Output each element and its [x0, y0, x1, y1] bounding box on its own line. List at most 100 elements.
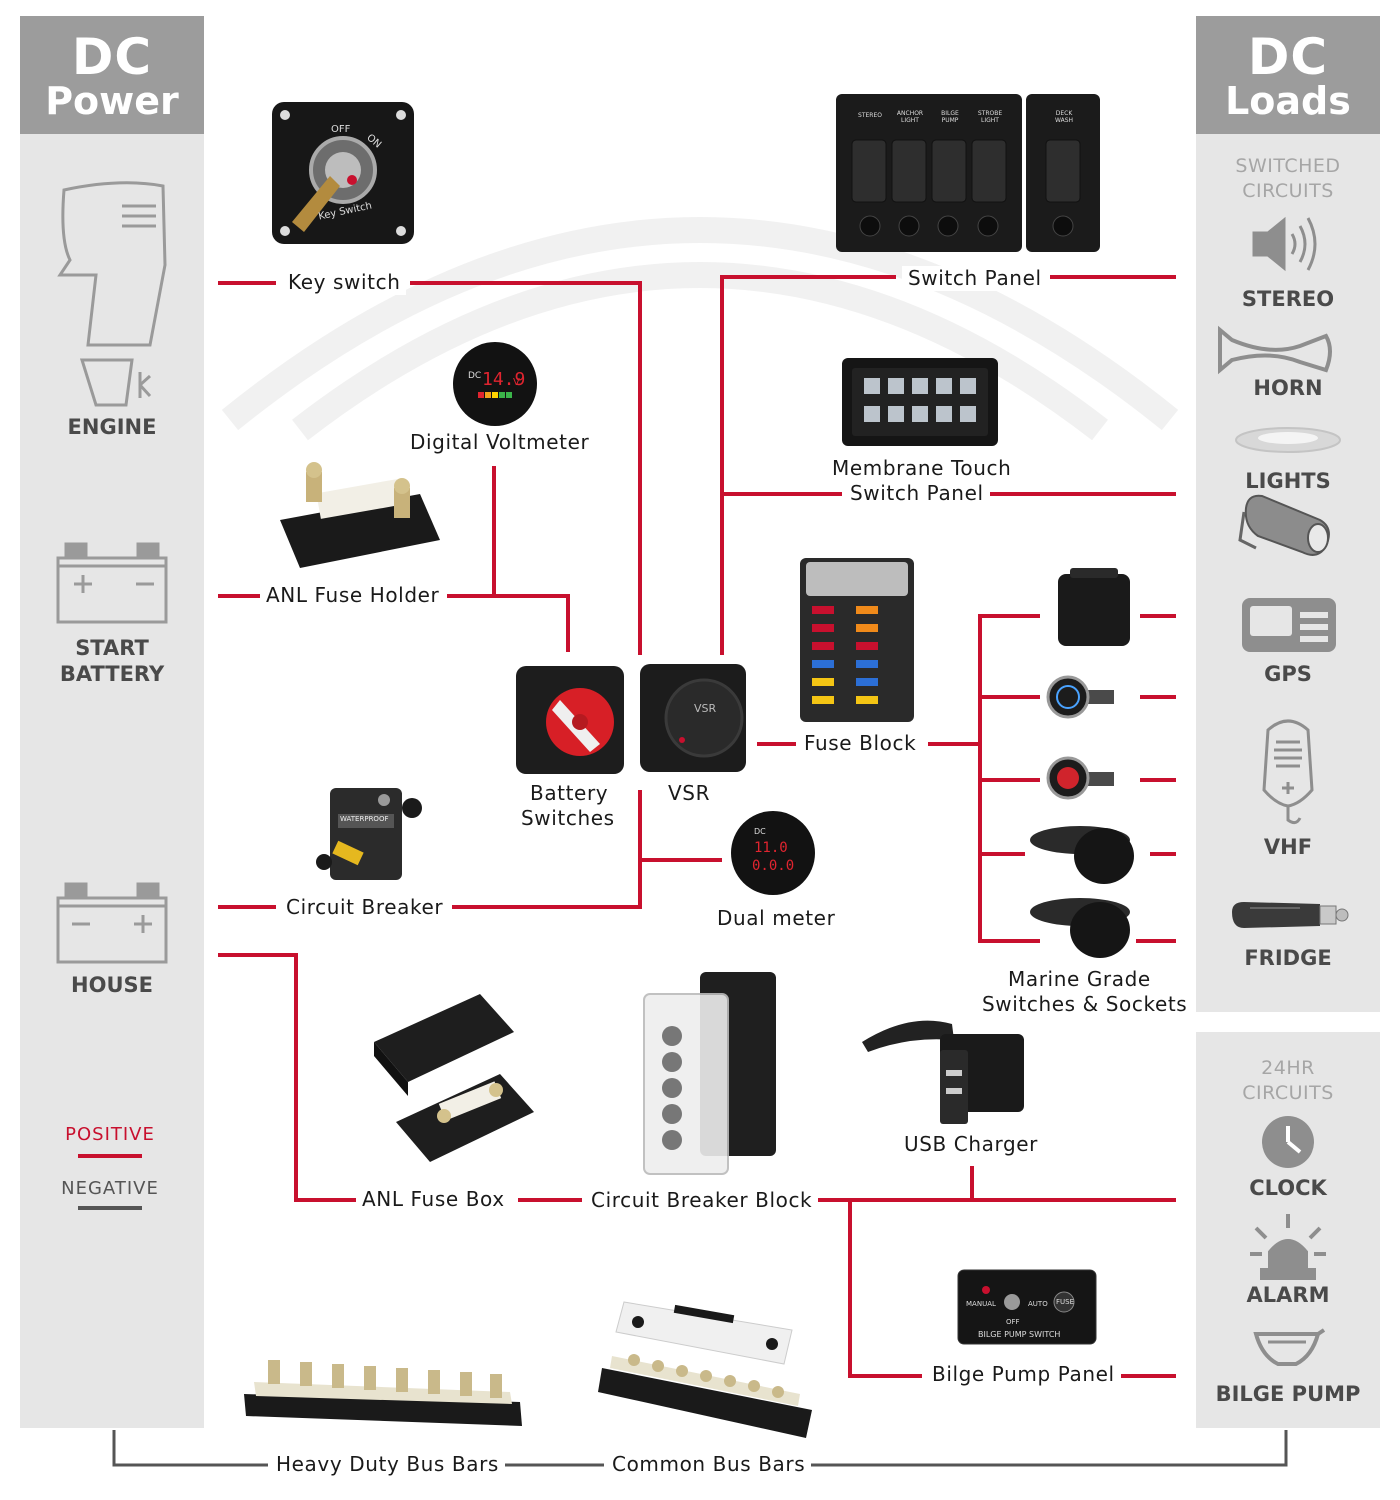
label-digital-voltmeter: Digital Voltmeter: [404, 430, 596, 455]
label-membrane-touch-line2: Switch Panel: [844, 481, 990, 506]
load-horn: HORN: [1253, 376, 1323, 400]
switch-panel-rocker-5: DECK WASH: [1054, 110, 1074, 124]
circuit-breaker-tag: WATERPROOF: [340, 815, 389, 823]
load-bilge-pump: BILGE PUMP: [1215, 1382, 1361, 1406]
vsr-device-label: VSR: [694, 702, 717, 715]
label-circuit-breaker: Circuit Breaker: [280, 895, 450, 920]
dc-loads-header: DC Loads: [1196, 16, 1380, 134]
label-heavy-duty-bus-bars: Heavy Duty Bus Bars: [270, 1452, 505, 1477]
dual-meter-current: 0.0.0: [752, 858, 794, 874]
circuit-breaker-block-device: [643, 972, 776, 1175]
circuit-breaker-device: [316, 788, 422, 880]
label-bilge-pump-panel: Bilge Pump Panel: [926, 1362, 1121, 1387]
24hr-circuits-heading: 24HR CIRCUITS: [1242, 1057, 1334, 1104]
marine-push-button-red-device: [1046, 756, 1114, 800]
load-stereo: STEREO: [1241, 287, 1335, 311]
switched-circuits-heading: SWITCHED CIRCUITS: [1235, 155, 1341, 202]
clock-icon: [1262, 1116, 1314, 1168]
marine-push-button-blue-device: [1046, 675, 1114, 719]
dc-power-column: [20, 16, 204, 1428]
marine-socket-device-1: [1030, 826, 1134, 884]
label-usb-charger: USB Charger: [898, 1132, 1045, 1157]
speaker-icon: [1252, 216, 1317, 272]
label-key-switch: Key switch: [282, 270, 407, 295]
alarm-icon: [1250, 1214, 1326, 1280]
negative-wiring: [112, 1430, 1288, 1467]
dc-power-title-line2: Power: [45, 79, 179, 123]
anl-fuse-box-device: [374, 994, 534, 1162]
dc-power-header: DC Power: [20, 16, 204, 134]
label-fuse-block: Fuse Block: [798, 731, 923, 756]
house-battery-icon: [56, 882, 168, 964]
label-marine-grade-line2: Switches & Sockets: [976, 992, 1194, 1017]
label-membrane-touch-line1: Membrane Touch: [826, 456, 1018, 481]
legend-positive-label: POSITIVE: [65, 1124, 155, 1145]
switch-panel-rocker-4: STROBE LIGHT: [977, 110, 1003, 124]
voltmeter-reading: 14.9: [482, 369, 525, 390]
heavy-duty-bus-bar-device: [244, 1360, 522, 1426]
label-battery-switches-line2: Switches: [515, 806, 621, 831]
start-battery-icon: [56, 542, 168, 624]
legend-negative-label: NEGATIVE: [61, 1178, 159, 1199]
label-vsr: VSR: [662, 781, 717, 806]
voltmeter-unit: V: [513, 377, 520, 388]
bilge-pump-panel-device: FUSE MANUAL AUTO OFF BILGE PUMP SWITCH: [957, 1269, 1097, 1345]
load-vhf: VHF: [1263, 835, 1313, 859]
vsr-device: VSR: [640, 664, 746, 772]
bilge-panel-auto: AUTO: [1028, 1300, 1048, 1308]
label-common-bus-bars: Common Bus Bars: [606, 1452, 812, 1477]
dual-meter-dc-tag: DC: [754, 827, 766, 836]
switch-panel-rocker-1: STEREO: [858, 112, 882, 119]
dc-loads-title-line2: Loads: [1225, 79, 1351, 123]
background-arch: [221, 217, 1179, 441]
membrane-touch-panel-device: [842, 358, 998, 446]
load-lights: LIGHTS: [1245, 469, 1331, 493]
digital-voltmeter-device: DC 14.9 V: [453, 342, 537, 426]
voltmeter-dc-tag: DC: [468, 371, 481, 381]
label-anl-fuse-holder: ANL Fuse Holder: [260, 583, 446, 608]
load-gps: GPS: [1264, 662, 1312, 686]
load-alarm: ALARM: [1246, 1283, 1330, 1307]
bilge-pump-icon: [1253, 1328, 1326, 1366]
dual-meter-voltage: 11.0: [754, 840, 788, 856]
label-dual-meter: Dual meter: [711, 906, 842, 931]
common-bus-bar-device: [598, 1301, 812, 1438]
source-start-battery: START BATTERY: [59, 636, 165, 687]
bilge-panel-fuse: FUSE: [1056, 1298, 1074, 1306]
anl-fuse-holder-device: [280, 462, 440, 568]
dc-power-title-line1: DC: [71, 28, 153, 86]
spot-light-icon: [1238, 494, 1330, 556]
ceiling-light-icon: [1235, 427, 1341, 453]
vhf-radio-icon: [1262, 719, 1314, 825]
label-marine-grade-line1: Marine Grade: [1002, 967, 1157, 992]
switch-panel-rocker-3: BILGE PUMP: [941, 110, 959, 124]
gps-icon: [1242, 598, 1336, 652]
positive-wiring: [218, 275, 1176, 1378]
bilge-panel-text: BILGE PUMP SWITCH: [978, 1330, 1060, 1339]
bilge-panel-off: OFF: [1006, 1318, 1020, 1326]
switch-panel-rocker-2: ANCHOR LIGHT: [896, 110, 924, 124]
label-anl-fuse-box: ANL Fuse Box: [356, 1187, 511, 1212]
usb-charger-device: [862, 1020, 1024, 1124]
key-switch-device: [272, 102, 414, 244]
fridge-plug-icon: [1232, 902, 1349, 928]
engine-icon: [57, 181, 167, 407]
battery-switch-device: [516, 666, 624, 774]
horn-icon: [1218, 325, 1332, 375]
marine-socket-device-2: [1030, 898, 1130, 958]
load-fridge: FRIDGE: [1244, 946, 1332, 970]
load-clock: CLOCK: [1249, 1176, 1327, 1200]
label-switch-panel: Switch Panel: [902, 266, 1048, 291]
switch-panel-device: [836, 94, 1100, 252]
dual-meter-device: DC 11.0 0.0.0: [731, 811, 815, 895]
marine-rocker-switch-device: [1058, 568, 1130, 646]
fuse-block-device: [800, 558, 914, 722]
key-switch-off-text: OFF: [331, 124, 351, 135]
dc-loads-title-line1: DC: [1247, 28, 1329, 86]
source-house: HOUSE: [71, 973, 153, 997]
label-battery-switches-line1: Battery: [524, 781, 615, 806]
label-circuit-breaker-block: Circuit Breaker Block: [585, 1188, 819, 1213]
bilge-panel-manual: MANUAL: [966, 1300, 996, 1308]
source-engine: ENGINE: [67, 415, 157, 439]
